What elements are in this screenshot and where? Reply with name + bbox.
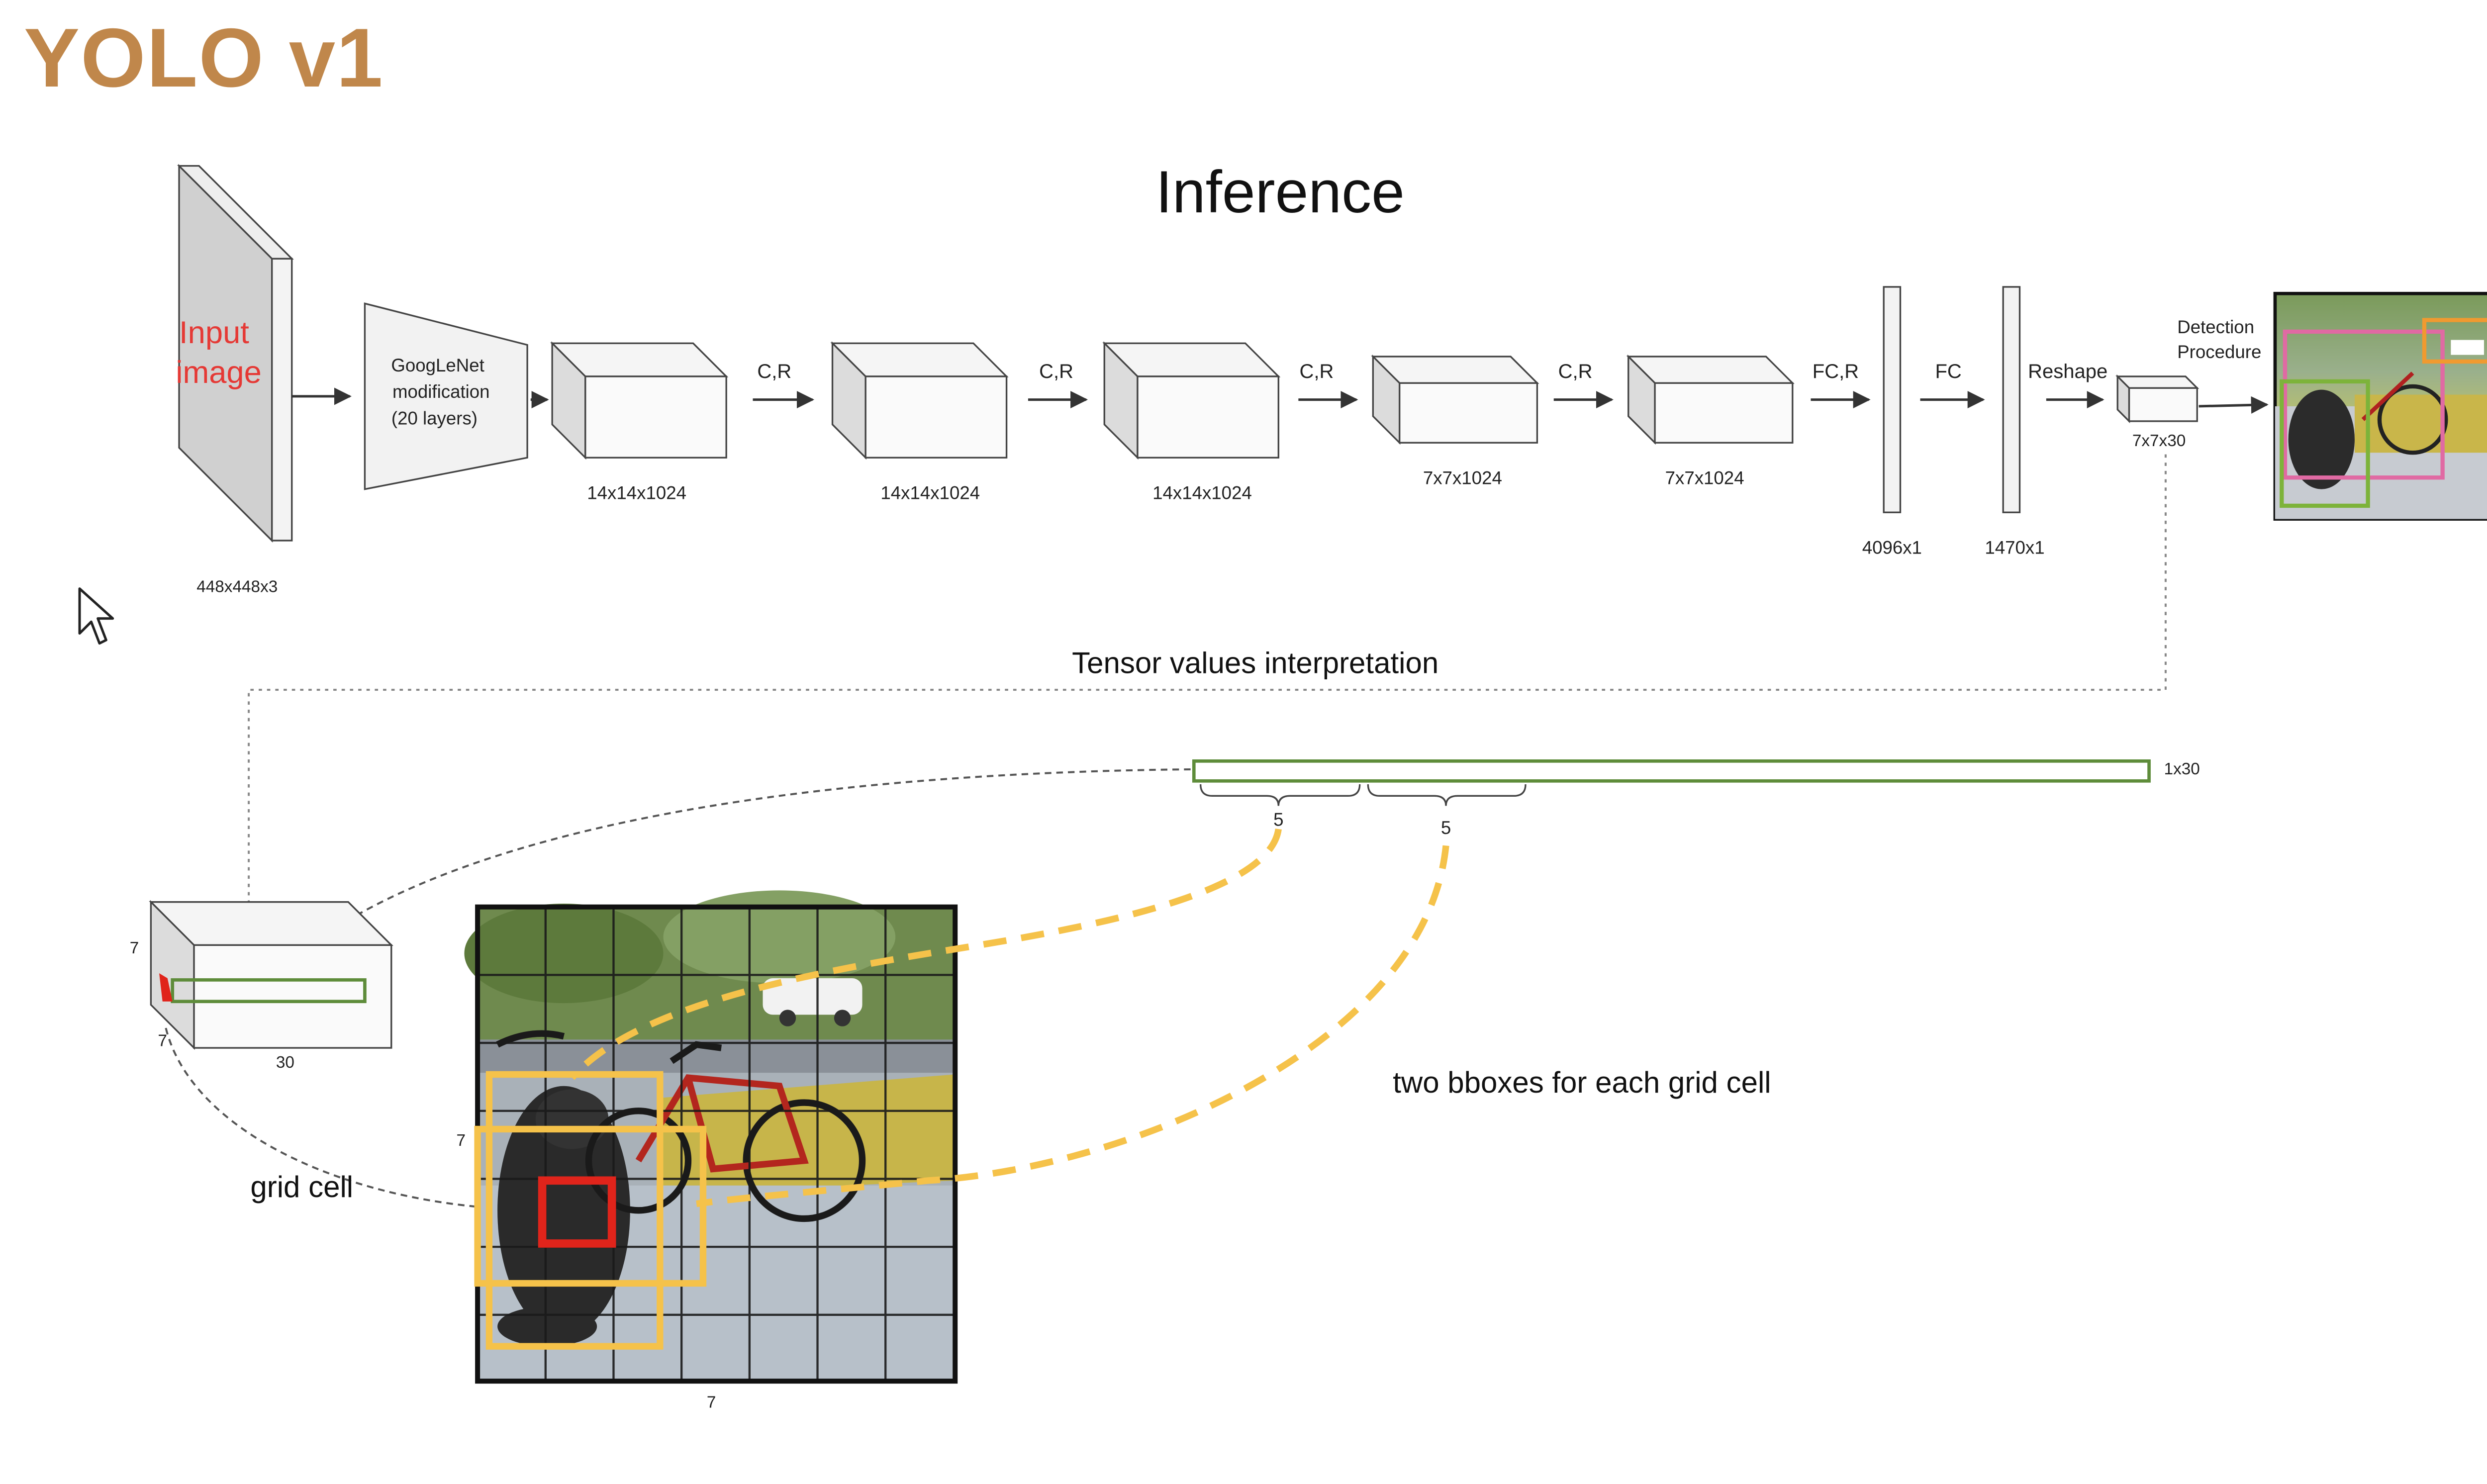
output-tensor-dims: 7x7x30 (2132, 432, 2186, 450)
googlenet-block: GoogLeNet modification (20 layers) (364, 302, 528, 490)
brace-label-1: 5 (1273, 809, 1283, 830)
detection-label-line2: Procedure (2177, 342, 2261, 362)
cube-height-label: 7 (130, 939, 139, 957)
conv-block-4: 7x7x1024 (1371, 354, 1539, 488)
bbox1-dash-curve (570, 828, 1282, 1080)
conv-block-1: 14x14x1024 (550, 341, 729, 503)
grid-cell-label: grid cell (250, 1170, 353, 1204)
grid-photo: 7 7 (457, 890, 958, 1412)
input-label-line1: Input (179, 315, 249, 350)
op-label-4: C,R (1558, 361, 1593, 382)
fc-layer-2: 1470x1 (1985, 286, 2045, 558)
conv-block-5-dims: 7x7x1024 (1665, 468, 1744, 488)
tensor-vector: 1x30 5 5 (1192, 759, 2200, 838)
vector-label: 1x30 (2164, 760, 2200, 778)
cube-width-label: 30 (276, 1053, 294, 1072)
googlenet-line2: modification (392, 381, 490, 402)
brace-label-2: 5 (1441, 818, 1451, 838)
slide-title: YOLO v1 (24, 11, 384, 104)
fc-layer-1: 4096x1 (1862, 286, 1922, 558)
googlenet-line1: GoogLeNet (391, 355, 484, 375)
input-label-line2: image (176, 355, 261, 390)
bbox-note: two bboxes for each grid cell (1393, 1066, 1771, 1099)
conv-block-2: 14x14x1024 (830, 341, 1009, 503)
googlenet-line3: (20 layers) (391, 408, 478, 429)
inference-title: Inference (1155, 159, 1404, 225)
detection-result-image (2273, 291, 2487, 521)
interpretation-title: Tensor values interpretation (1072, 647, 1438, 680)
op-label-1: C,R (757, 361, 791, 382)
conv-block-3-dims: 14x14x1024 (1152, 483, 1252, 503)
grid-bottom-label: 7 (707, 1393, 716, 1412)
pipeline-arrows (530, 391, 2269, 414)
output-tensor-cube: 7x7x30 (2115, 374, 2200, 450)
fc-layer-1-dims: 4096x1 (1862, 538, 1922, 558)
detection-label-line1: Detection (2177, 317, 2254, 337)
interpretation-connector (248, 454, 2167, 904)
input-image-slab: Input image 448x448x3 (176, 164, 294, 596)
op-label-6: FC (1935, 361, 1962, 382)
conv-block-5: 7x7x1024 (1626, 354, 1795, 488)
conv-block-3: 14x14x1024 (1102, 341, 1281, 503)
op-label-2: C,R (1039, 361, 1073, 382)
bbox2-dash-curve (696, 845, 1449, 1207)
conv-block-1-dims: 14x14x1024 (587, 483, 686, 503)
fc-layer-2-dims: 1470x1 (1985, 538, 2044, 558)
grid-tensor-cube: 7 7 30 (130, 900, 393, 1072)
input-dims: 448x448x3 (196, 577, 278, 596)
grid-side-label: 7 (457, 1131, 466, 1150)
cube-depth-label: 7 (158, 1032, 167, 1050)
op-label-5: FC,R (1813, 361, 1859, 382)
op-label-7: Reshape (2028, 361, 2107, 382)
conv-block-2-dims: 14x14x1024 (880, 483, 980, 503)
grid-cell-curve (165, 1027, 481, 1208)
conv-block-4-dims: 7x7x1024 (1423, 468, 1502, 488)
op-label-3: C,R (1300, 361, 1334, 382)
mouse-pointer-icon (78, 587, 114, 645)
